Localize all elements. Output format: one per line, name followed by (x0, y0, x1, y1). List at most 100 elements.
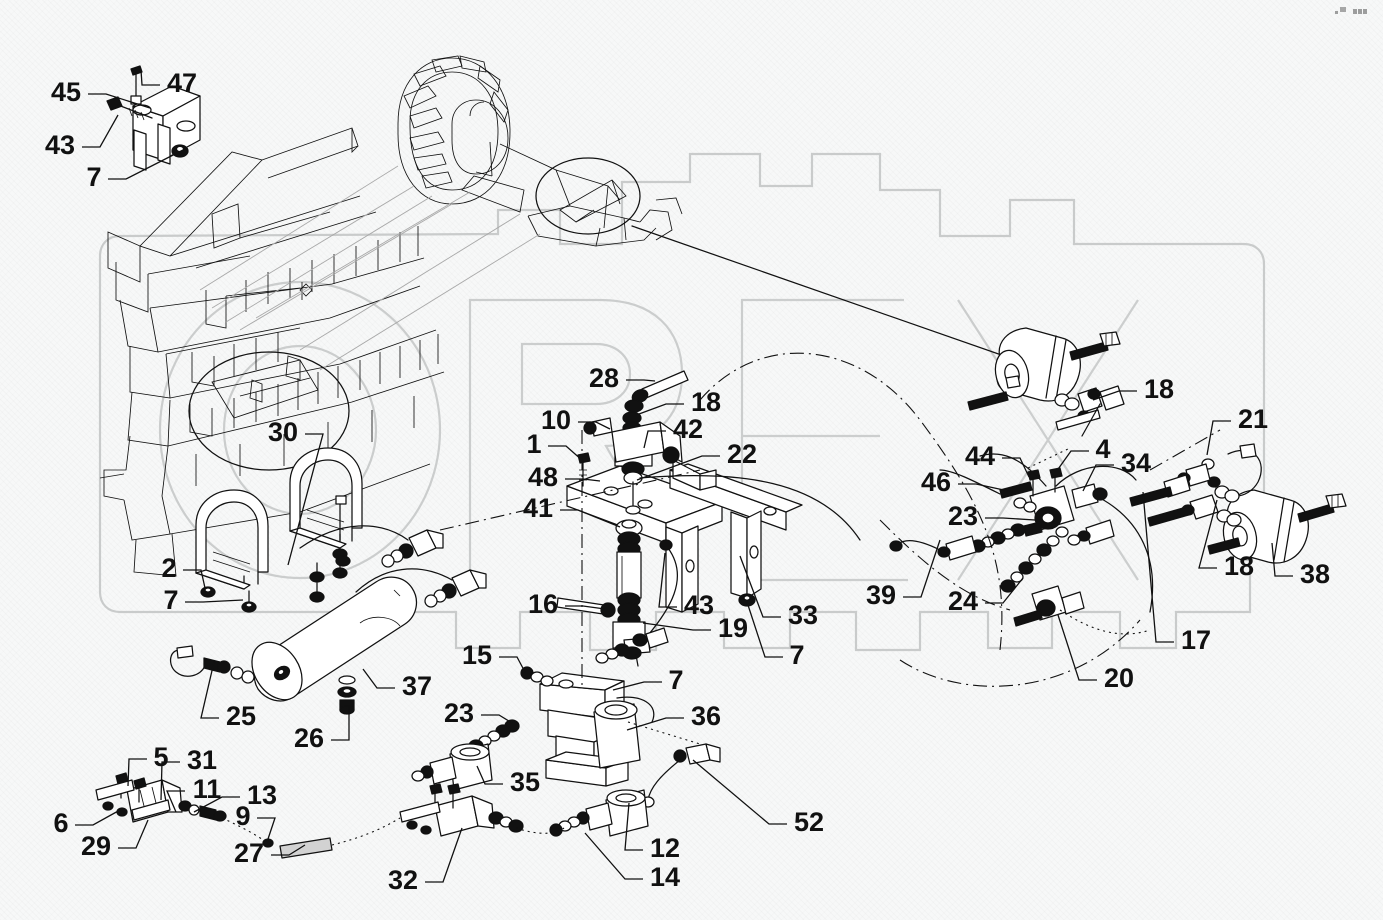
bracket-assembly-top-left (106, 65, 201, 171)
callout-number: 1 (526, 429, 541, 459)
brake-chamber-lower-right (1129, 443, 1347, 564)
callout-number: 4 (1095, 434, 1110, 464)
callout-number: 20 (1104, 663, 1134, 693)
callout-leader (271, 844, 306, 856)
callout-number: 35 (510, 767, 540, 797)
callout-number: 22 (727, 439, 757, 469)
callout-number: 5 (153, 742, 168, 772)
callout-10: 10 (541, 405, 611, 435)
air-tank-assembly (169, 447, 487, 715)
tractor-wheel-axle-ghost (188, 55, 1051, 471)
callout-number: 13 (247, 780, 277, 810)
callout-number: 32 (388, 865, 418, 895)
callout-number: 46 (921, 467, 951, 497)
implement-frame-ghost (99, 127, 445, 577)
callout-leader (200, 661, 219, 719)
callout-number: 25 (226, 701, 256, 731)
callout-number: 34 (1121, 448, 1151, 478)
callout-leader (658, 552, 677, 608)
callout-leader (612, 681, 662, 691)
callout-leader (626, 379, 656, 382)
callout-number: 37 (402, 671, 432, 701)
callout-1: 1 (526, 429, 584, 462)
callout-30: 30 (268, 417, 324, 566)
callout-number: 11 (193, 774, 222, 804)
callout-leader (481, 714, 513, 724)
cross-fitting-cluster-right (889, 453, 1154, 627)
callout-7: 7 (86, 149, 184, 192)
callout-leader (185, 599, 244, 603)
callout-28: 28 (589, 363, 656, 393)
callout-15: 15 (462, 640, 526, 673)
callout-7: 7 (612, 665, 684, 695)
callout-leader (331, 707, 350, 741)
callout-number: 7 (789, 640, 804, 670)
callout-number: 44 (965, 441, 995, 471)
callout-45: 45 (51, 77, 151, 109)
callout-number: 29 (81, 831, 111, 861)
callout-leader (636, 455, 720, 481)
callout-16: 16 (528, 589, 606, 619)
callout-number: 18 (1224, 551, 1254, 581)
callout-22: 22 (636, 439, 757, 481)
callout-number: 36 (691, 701, 721, 731)
callout-leader (166, 790, 185, 813)
brake-chamber-upper-right (967, 327, 1125, 437)
callout-18: 18 (1092, 374, 1174, 404)
callout-17: 17 (1142, 491, 1211, 655)
callout-number: 2 (161, 553, 176, 583)
callout-number: 47 (167, 68, 197, 98)
callout-number: 27 (234, 838, 264, 868)
callout-12: 12 (624, 802, 680, 863)
callout-leader (1198, 499, 1218, 569)
callout-leader (739, 555, 781, 618)
callout-number: 7 (86, 162, 101, 192)
callout-leader (643, 430, 666, 449)
callout-number: 14 (650, 862, 680, 892)
callout-leader (183, 569, 206, 589)
callout-39: 39 (866, 539, 941, 610)
callout-20: 20 (1057, 614, 1134, 693)
callout-leader (1092, 390, 1137, 401)
callout-number: 18 (691, 387, 721, 417)
callout-9: 9 (235, 801, 276, 843)
callout-number: 43 (45, 130, 75, 160)
callout-leader (626, 717, 684, 731)
callout-number: 43 (684, 590, 714, 620)
callout-leader (624, 802, 643, 851)
callout-4: 4 (1055, 434, 1111, 473)
callout-leader (1206, 420, 1231, 456)
callout-leader (287, 433, 324, 566)
callout-leader (118, 819, 149, 849)
callout-18: 18 (1198, 499, 1254, 581)
callout-21: 21 (1206, 404, 1268, 456)
callout-14: 14 (584, 832, 680, 892)
callout-6: 6 (53, 808, 121, 838)
callout-number: 31 (187, 745, 217, 775)
callout-41: 41 (523, 493, 621, 528)
callout-leader (692, 759, 787, 825)
callout-36: 36 (626, 701, 721, 731)
callout-leader (985, 517, 1036, 521)
callout-42: 42 (643, 414, 703, 449)
callout-32: 32 (388, 827, 463, 895)
callout-leader (565, 478, 601, 482)
callout-number: 7 (163, 585, 178, 615)
callout-number: 38 (1300, 559, 1330, 589)
callout-leader (82, 114, 119, 148)
callout-leader (257, 817, 276, 843)
callout-24: 24 (948, 577, 1024, 616)
callout-25: 25 (200, 661, 256, 731)
relay-valve-assembly (399, 666, 721, 837)
callout-5: 5 (127, 742, 169, 787)
center-valve-mount-assembly (556, 370, 861, 667)
callout-52: 52 (692, 759, 824, 837)
callout-38: 38 (1271, 542, 1330, 589)
callout-leader (108, 149, 184, 180)
callout-33: 33 (739, 555, 818, 630)
callout-44: 44 (965, 441, 1030, 478)
callout-7: 7 (163, 585, 244, 615)
callout-29: 29 (81, 819, 149, 861)
